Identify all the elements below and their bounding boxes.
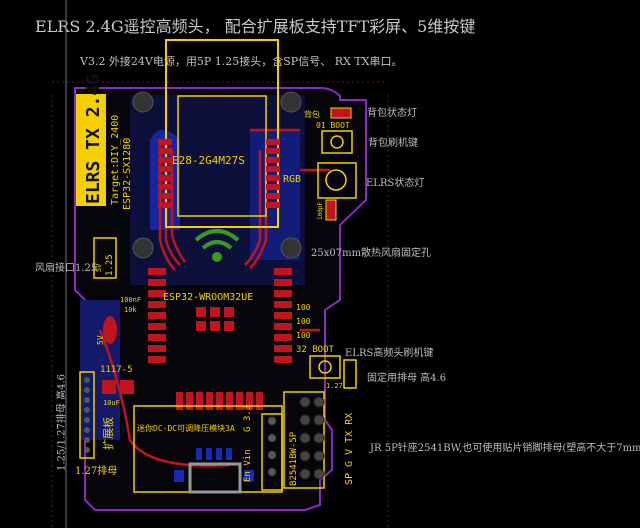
- wifi-logo: [194, 229, 240, 262]
- ldo-label: 1117-5: [100, 365, 133, 375]
- expansion-header: [79, 371, 95, 459]
- usb-connector: [188, 462, 242, 494]
- target-label: Target:DIY_2400: [110, 115, 121, 205]
- g33-label: G 3.3: [243, 405, 253, 432]
- note-elrs-flash-key: ELRS高频头刷机键: [345, 348, 434, 359]
- rf-module-pads: [158, 139, 280, 208]
- note-fan-holes: 25x07mm散热风扇固定孔: [311, 248, 432, 259]
- fan-mount-holes: [132, 91, 302, 259]
- mcu-label: ESP32-WROOM32UE: [163, 292, 253, 303]
- rf-shield-outline: [177, 95, 267, 217]
- button-icon: [330, 135, 344, 149]
- elrs-logo-text: ELRS TX 2.4G: [83, 74, 104, 204]
- note-fan-port: 风扇接口1.25: [35, 263, 98, 274]
- cap-pad: [102, 380, 116, 394]
- elrs-boot-label: 32 BOOT: [296, 345, 335, 355]
- fixing-header: [343, 359, 357, 389]
- button-icon: [318, 360, 332, 374]
- fan-connector: [93, 237, 117, 279]
- page-subtitle: V3.2 外接24V电源，用5P 1.25接头，含SP信号、 RX TX串口。: [80, 55, 403, 68]
- cap-10uf-label: 10uF: [103, 399, 120, 407]
- note-backpack-led: 背包状态灯: [367, 108, 417, 119]
- chipset-label: ESP32-SX1280: [122, 138, 133, 210]
- mount-hole: [280, 91, 302, 113]
- cap-100pf-label: 100pF: [317, 202, 324, 220]
- fan-connector-pitch: 1.25: [105, 254, 115, 276]
- mount-hole: [280, 237, 302, 259]
- backpack-label: 背包: [304, 109, 320, 119]
- mcu-pads: [148, 268, 292, 410]
- note-fixing-header: 固定用排母 高4.6: [367, 373, 447, 384]
- note-header-125-127: 1.25/1.27排母 高4.6: [56, 374, 68, 471]
- page-title: ELRS 2.4G遥控高频头， 配合扩展板支持TFT彩屏、5维按键: [35, 17, 476, 36]
- note-backpack-flash-key: 背包刷机键: [368, 138, 418, 149]
- note-jr-header: JR 5P针座2541BW,也可使用贴片销脚排母(塑高不大于7mm): [370, 443, 640, 454]
- elrs-led: [317, 162, 357, 199]
- res-10k-label: 10k: [124, 306, 137, 314]
- dcdc-pads: [174, 448, 254, 482]
- led-icon: [325, 169, 347, 191]
- expansion-label: 扩展板: [101, 417, 115, 450]
- cap-100nf-label: 100nF: [120, 296, 141, 304]
- ldo-tab: [103, 316, 117, 344]
- v5-label: 5V: [96, 335, 105, 345]
- dcdc-pin-header: [261, 413, 283, 491]
- top-copper-traces: [98, 128, 330, 467]
- rgb-label: RGB: [283, 174, 301, 185]
- jr-pin-labels: SP G V TX RX: [344, 413, 355, 485]
- cap-pad: [120, 380, 134, 394]
- backpack-led: [330, 107, 352, 119]
- jr-connector-pins: [299, 396, 325, 480]
- mount-hole: [132, 91, 154, 113]
- resistor-label: 100: [296, 331, 311, 340]
- note-header-127: 1.27排母: [75, 466, 118, 477]
- backpack-boot-label: 01 BOOT: [316, 121, 350, 130]
- rf-module-outline: [165, 39, 279, 228]
- note-elrs-led: ELRS状态灯: [366, 178, 425, 189]
- elrs-boot-button[interactable]: [309, 355, 341, 379]
- cap-100pf: [325, 199, 337, 221]
- fan-connector-5v: 5V: [95, 263, 103, 272]
- envin-label: En Vin: [243, 449, 253, 482]
- connector-label: B2541BW-5P: [289, 431, 299, 486]
- expansion-header-pins: [84, 377, 90, 453]
- rf-module-label: E28-2G4M27S: [172, 154, 245, 167]
- mount-hole: [132, 237, 154, 259]
- resistor-label: 100: [296, 317, 311, 326]
- backpack-boot-button[interactable]: [321, 130, 353, 154]
- elrs-logo: [76, 94, 106, 206]
- fixing-header-pitch: 1.27: [326, 382, 343, 390]
- dcdc-pins: [268, 417, 276, 476]
- resistor-label: 100: [296, 303, 311, 312]
- dcdc-label: 迷你DC-DC可调降压模块3A: [137, 423, 235, 433]
